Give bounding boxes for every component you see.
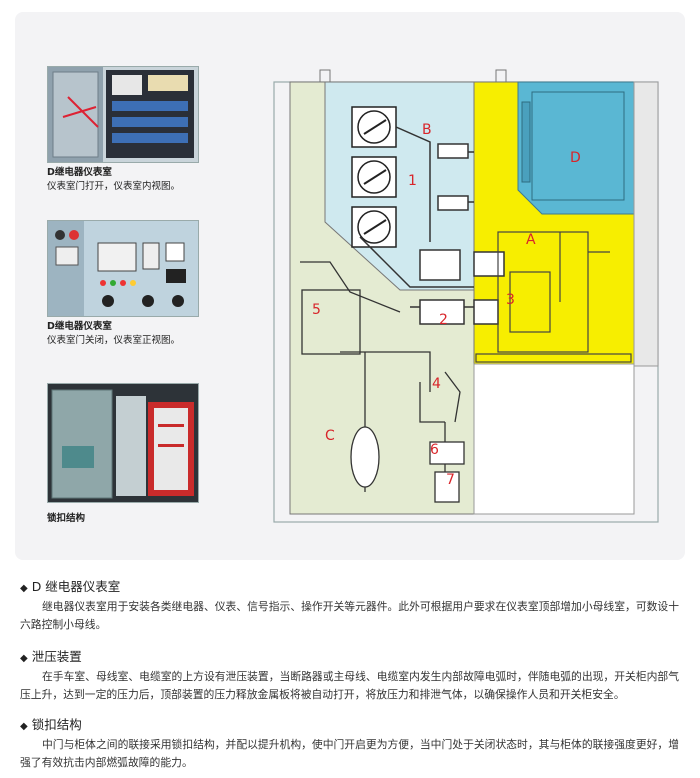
- label-B: B: [422, 122, 432, 138]
- label-2: 2: [439, 312, 448, 328]
- caption-title: D继电器仪表室: [47, 321, 112, 332]
- section-heading: ◆泄压装置: [20, 648, 685, 668]
- section-body: 继电器仪表室用于安装各类继电器、仪表、信号指示、操作开关等元器件。此外可根据用户…: [20, 600, 680, 631]
- label-3: 3: [506, 292, 515, 308]
- caption-title: 锁扣结构: [47, 513, 86, 524]
- caption-2: D继电器仪表室 仪表室门关闭，仪表室正视图。: [47, 320, 247, 348]
- caption-1: D继电器仪表室 仪表室门打开，仪表室内视图。: [47, 166, 247, 194]
- section-relay-room: ◆D 继电器仪表室 继电器仪表室用于安装各类继电器、仪表、信号指示、操作开关等元…: [20, 578, 685, 634]
- label-7: 7: [446, 472, 455, 488]
- section-lock-structure: ◆锁扣结构 中门与柜体之间的联接采用锁扣结构，并配以提升机构，使中门开启更为方便…: [20, 716, 685, 772]
- bullet-icon: ◆: [20, 721, 28, 732]
- label-4: 4: [432, 376, 441, 392]
- label-1: 1: [408, 173, 417, 189]
- section-body: 在手车室、母线室、电缆室的上方设有泄压装置，当断路器或主母线、电缆室内发生内部故…: [20, 670, 680, 701]
- label-5: 5: [312, 302, 321, 318]
- photo-lock-structure: [47, 383, 199, 503]
- caption-desc: 仪表室门关闭，仪表室正视图。: [47, 335, 181, 346]
- bullet-icon: ◆: [20, 583, 28, 594]
- caption-3: 锁扣结构: [47, 512, 247, 526]
- section-pressure-relief: ◆泄压装置 在手车室、母线室、电缆室的上方设有泄压装置，当断路器或主母线、电缆室…: [20, 648, 685, 704]
- caption-title: D继电器仪表室: [47, 167, 112, 178]
- section-title: D 继电器仪表室: [31, 579, 121, 594]
- section-title: 锁扣结构: [31, 717, 82, 732]
- label-A: A: [526, 232, 536, 248]
- photo-instrument-room-open: [47, 66, 199, 163]
- switchgear-cross-section: B D A C 1 2 3 4 5 6 7: [273, 69, 659, 523]
- section-heading: ◆D 继电器仪表室: [20, 578, 685, 598]
- caption-desc: 仪表室门打开，仪表室内视图。: [47, 181, 181, 192]
- section-heading: ◆锁扣结构: [20, 716, 685, 736]
- section-title: 泄压装置: [31, 649, 82, 664]
- label-D: D: [570, 150, 581, 166]
- label-6: 6: [430, 442, 439, 458]
- section-body: 中门与柜体之间的联接采用锁扣结构，并配以提升机构，使中门开启更为方便，当中门处于…: [20, 738, 680, 769]
- bullet-icon: ◆: [20, 653, 28, 664]
- photo-instrument-room-closed: [47, 220, 199, 317]
- label-C: C: [325, 428, 335, 444]
